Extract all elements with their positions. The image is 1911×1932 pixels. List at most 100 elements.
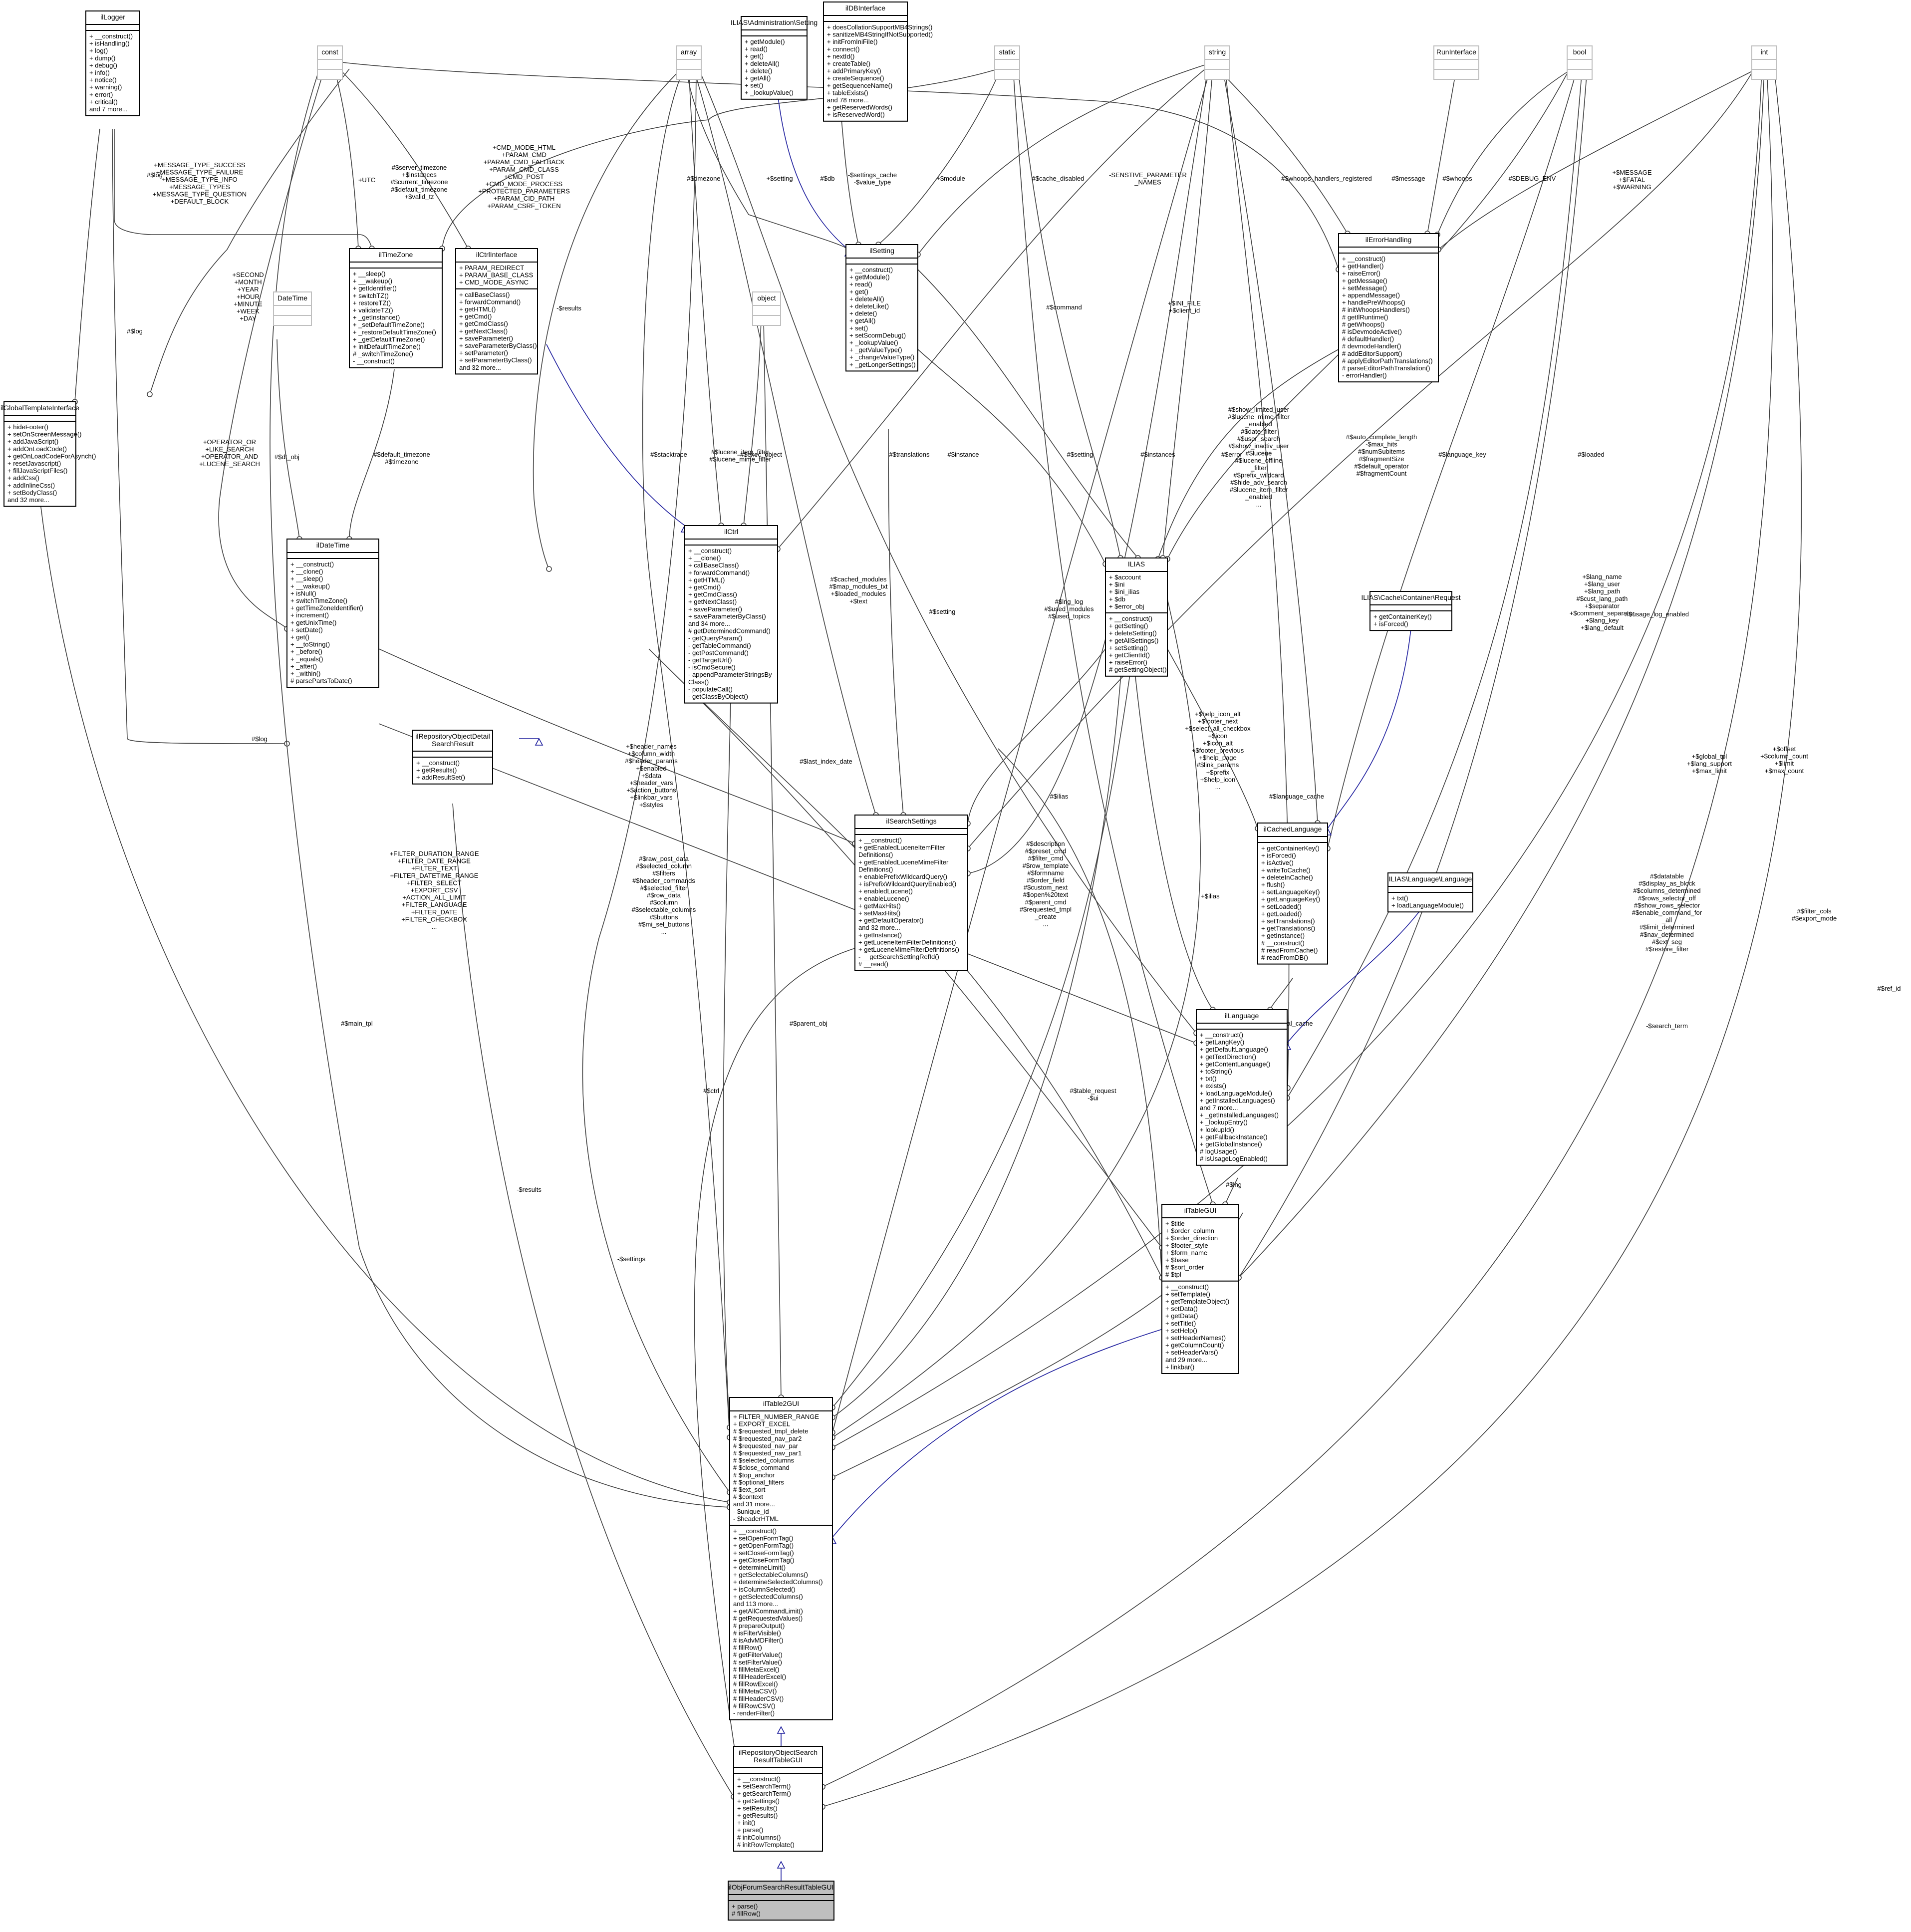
class-method: + getFallbackInstance() <box>1200 1133 1267 1140</box>
association-edge <box>74 128 100 402</box>
class-method: + _lookupValue() <box>849 339 898 346</box>
class-method: + toString() <box>1200 1068 1232 1075</box>
edge-label-dtobj: #$dt_obj <box>274 453 299 461</box>
class-const[interactable]: const <box>317 45 343 80</box>
inheritance-edge <box>1287 895 1431 1044</box>
edge-label-autocomplete: #$auto_complete_length-$max_hits#$numSub… <box>1346 433 1417 477</box>
class-iliascachecontainerrequest[interactable]: ILIAS\Cache\Container\Request+ getContai… <box>1361 591 1461 631</box>
association-edge <box>1270 978 1293 1010</box>
class-method: + getSettings() <box>737 1797 780 1805</box>
class-object[interactable]: object <box>752 291 781 326</box>
class-method: + getInstance() <box>1261 932 1305 939</box>
class-method: + __construct() <box>290 560 334 568</box>
edge-label-command: #$command <box>1046 303 1082 311</box>
aggregation-diamond-icon <box>147 391 153 397</box>
class-method: + critical() <box>89 98 118 105</box>
class-attribute: # $sort_order <box>1165 1264 1204 1271</box>
edge-label-sensitive: -SENSTIVE_PARAMETER_NAMES <box>1109 171 1187 186</box>
class-method: + getCloseFormTag() <box>733 1556 794 1564</box>
edge-label-operators: +OPERATOR_OR+LIKE_SEARCH+OPERATOR_AND+LU… <box>199 438 260 468</box>
edge-label-cmdmodes: +CMD_MODE_HTML+PARAM_CMD+PARAM_CMD_FALLB… <box>478 144 570 210</box>
class-method: # addEditorSupport() <box>1342 350 1402 357</box>
class-method: # getDeterminedCommand() <box>688 627 771 635</box>
association-edge <box>832 648 1123 1418</box>
class-attribute: + $order_column <box>1165 1227 1214 1235</box>
class-method: + getHandler() <box>1342 263 1383 270</box>
class-method: + getContainerKey() <box>1261 844 1320 852</box>
class-string[interactable]: string <box>1204 45 1230 80</box>
association-edge <box>832 653 1133 1408</box>
class-method: + __sleep() <box>290 575 323 582</box>
class-method: + setTitle() <box>1165 1320 1196 1327</box>
class-ildatetime[interactable]: ilDateTime+ __construct()+ __clone()+ __… <box>286 539 379 688</box>
class-method: + getContainerKey() <box>1373 613 1432 620</box>
class-method: + info() <box>89 69 110 76</box>
class-illogger[interactable]: ilLogger+ __construct()+ isHandling()+ l… <box>85 10 140 116</box>
class-method: + addCss() <box>7 474 39 482</box>
class-runinterface[interactable]: RunInterface <box>1433 45 1479 80</box>
class-ilcachedlanguage[interactable]: ilCachedLanguage+ getContainerKey()+ isF… <box>1257 823 1328 965</box>
class-name: ilDateTime <box>316 541 350 549</box>
class-ilglobaltemplateinterface[interactable]: ilGlobalTemplateInterface+ hideFooter()+… <box>0 401 96 507</box>
association-edge <box>1437 68 1573 235</box>
association-edge <box>1238 68 1765 1278</box>
association-edge <box>349 369 395 540</box>
edge-labels-layer: #$log#$log#$log+MESSAGE_TYPE_SUCCESS+MES… <box>127 144 1901 1263</box>
class-iltable2gui[interactable]: ilTable2GUI+ FILTER_NUMBER_RANGE+ EXPORT… <box>729 1397 833 1720</box>
edge-label-offset: +$offset+$column_count+$limit+$max_count <box>1760 745 1808 775</box>
class-method: + getContentLanguage() <box>1200 1060 1270 1068</box>
class-method: + setMaxHits() <box>858 909 900 917</box>
class-ilobjforumsearchresulttablegui[interactable]: ilObjForumSearchResultTableGUI+ parse()#… <box>728 1881 834 1921</box>
edge-label-log3: #$log <box>252 735 268 743</box>
class-array[interactable]: array <box>676 45 702 80</box>
class-ilias[interactable]: ILIAS+ $account+ $ini+ $ini_ilias+ $db+ … <box>1105 557 1168 677</box>
class-ilsearchsettings[interactable]: ilSearchSettings+ __construct()+ getEnab… <box>854 815 968 971</box>
class-method: + getResults() <box>737 1812 778 1819</box>
class-method: + setResults() <box>737 1804 778 1812</box>
class-method: and 78 more... <box>827 96 869 104</box>
class-name: array <box>681 48 697 56</box>
class-iltimezone[interactable]: ilTimeZone+ __sleep()+ __wakeup()+ getId… <box>349 248 443 368</box>
class-method: + getData() <box>1165 1312 1198 1320</box>
class-method: # fillRow() <box>733 1644 762 1652</box>
class-ilctrlinterface[interactable]: ilCtrlInterface+ PARAM_REDIRECT+ PARAM_B… <box>455 248 538 375</box>
class-int[interactable]: int <box>1751 45 1777 80</box>
class-name: ilErrorHandling <box>1365 236 1412 244</box>
class-method: + deleteSetting() <box>1109 629 1157 637</box>
class-method: - populateCall() <box>688 685 733 693</box>
class-method: # parsePartsToDate() <box>290 677 352 685</box>
class-method: # fillHeaderExcel() <box>733 1673 786 1680</box>
class-method: # getWhoops() <box>1342 320 1384 328</box>
class-ilctrl[interactable]: ilCtrl+ __construct()+ __clone()+ callBa… <box>684 525 778 704</box>
class-name: ilSearchSettings <box>886 817 936 825</box>
class-name: ilLanguage <box>1225 1012 1259 1020</box>
class-ilsetting[interactable]: ilSetting+ __construct()+ getModule()+ r… <box>845 244 918 372</box>
class-method: # readFromDB() <box>1261 954 1308 961</box>
class-method: + enabledLucene() <box>858 887 913 895</box>
class-method: + dump() <box>89 54 115 62</box>
class-method: + getSelectedColumns() <box>733 1593 803 1600</box>
class-illanguage[interactable]: ilLanguage+ __construct()+ getLangKey()+… <box>1196 1009 1288 1166</box>
class-method: + addJavaScript() <box>7 438 58 445</box>
edge-label-parentobj: #$parent_obj <box>790 1020 827 1027</box>
association-edge <box>917 269 1138 558</box>
class-method: + setScormDebug() <box>849 331 906 339</box>
class-method: + raiseError() <box>1342 270 1380 277</box>
class-method: + determineSelectedColumns() <box>733 1578 823 1586</box>
class-method: + getNextClass() <box>459 327 508 335</box>
class-name: ilObjForumSearchResultTableGUI <box>729 1883 834 1891</box>
class-attribute: # $optional_filters <box>733 1478 784 1486</box>
class-ildbinterface[interactable]: ilDBInterface+ doesCollationSupportMB4St… <box>823 1 933 122</box>
class-static[interactable]: static <box>994 45 1020 80</box>
class-datetime[interactable]: DateTime <box>273 291 312 326</box>
class-iltablegui[interactable]: ilTableGUI+ $title+ $order_column+ $orde… <box>1161 1204 1239 1374</box>
class-iliaslanguagelanguage[interactable]: ILIAS\Language\Language+ txt()+ loadLang… <box>1387 872 1473 913</box>
class-iliasadministrationsetting[interactable]: ILIAS\Administration\Setting+ getModule(… <box>731 16 818 100</box>
class-bool[interactable]: bool <box>1567 45 1593 80</box>
class-method: + __construct() <box>1109 615 1152 622</box>
class-name: ilTableGUI <box>1184 1206 1217 1214</box>
class-ilerrorhandling[interactable]: ilErrorHandling+ __construct()+ getHandl… <box>1338 233 1439 383</box>
edge-label-helpicon: +$help_icon_alt+$footer_next+$select_all… <box>1185 710 1251 791</box>
